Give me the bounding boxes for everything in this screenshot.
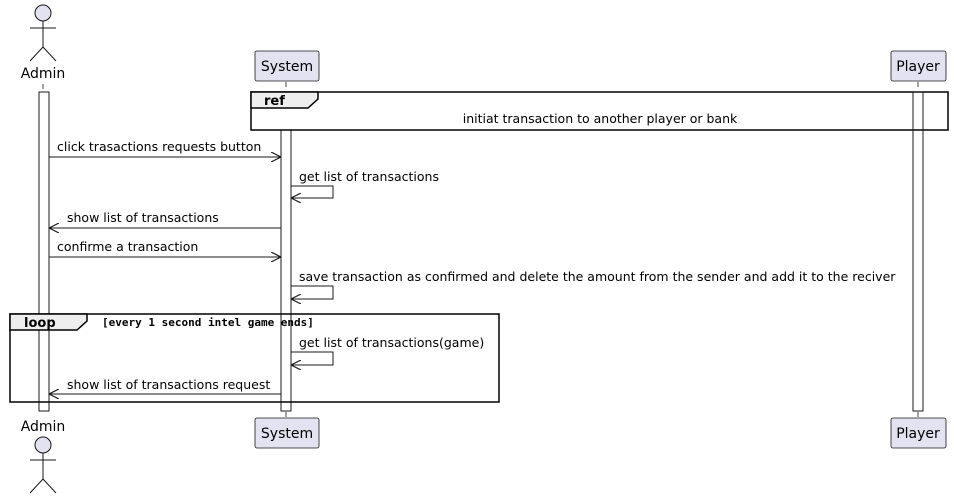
message-label: get list of transactions(game) — [299, 335, 484, 350]
messages: click trasactions requests button get li… — [49, 139, 896, 299]
message-label: show list of transactions request — [67, 377, 270, 392]
player-activation-outer — [912, 91, 924, 412]
admin-actor-bottom: Admin — [21, 419, 66, 494]
ref-text: initiat transaction to another player or… — [463, 111, 738, 126]
self-message-arrow — [291, 285, 334, 299]
admin-activation — [38, 91, 50, 412]
system-label-bottom: System — [261, 426, 313, 442]
message-label: show list of transactions — [67, 210, 219, 225]
admin-actor-top: Admin — [21, 4, 66, 82]
ref-frame: ref initiat transaction to another playe… — [250, 91, 949, 131]
system-participant-bottom: System — [254, 417, 320, 449]
loop-tag: loop — [24, 316, 56, 331]
admin-label-bottom: Admin — [21, 419, 66, 435]
player-label-bottom: Player — [896, 426, 940, 442]
self-message-arrow — [291, 185, 334, 198]
player-participant-top: Player — [890, 50, 947, 82]
loop-messages: get list of transactions(game) show list… — [50, 335, 484, 394]
player-participant-bottom: Player — [890, 417, 947, 449]
system-participant-top: System — [254, 50, 320, 82]
loop-frame: loop [every 1 second intel game ends] — [9, 313, 500, 403]
self-message-arrow — [291, 351, 334, 365]
system-label-top: System — [261, 59, 313, 75]
message-label: confirme a transaction — [57, 239, 198, 254]
loop-guard: [every 1 second intel game ends] — [102, 316, 314, 329]
message-label: click trasactions requests button — [57, 139, 261, 154]
player-activation-inner — [912, 91, 924, 412]
player-label-top: Player — [896, 59, 940, 75]
message-label: save transaction as confirmed and delete… — [299, 269, 896, 284]
message-label: get list of transactions — [299, 169, 439, 184]
admin-label-top: Admin — [21, 66, 66, 82]
ref-tag: ref — [264, 94, 285, 109]
system-activation — [280, 107, 292, 412]
